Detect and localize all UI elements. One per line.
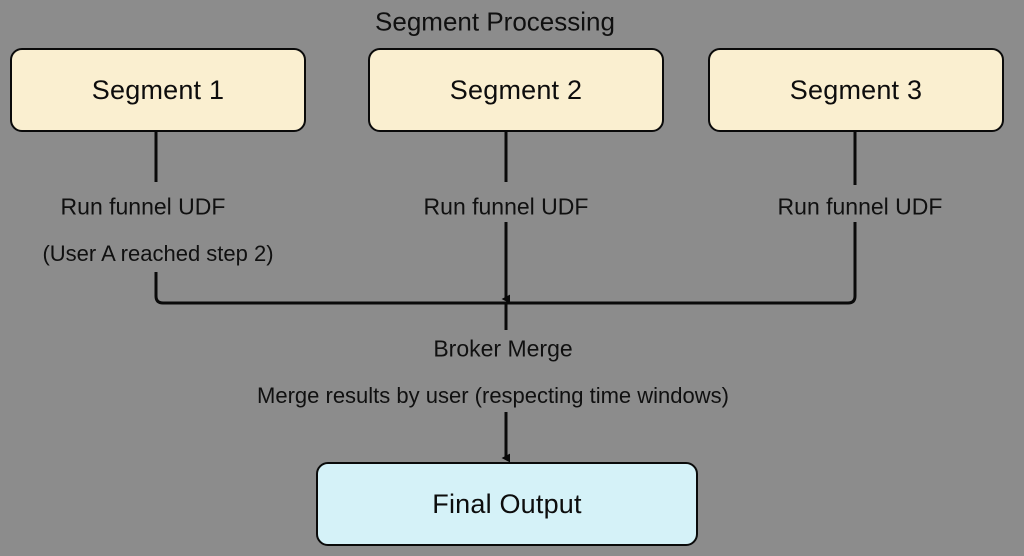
node-final-output[interactable]: Final Output <box>316 462 698 546</box>
node-segment-3[interactable]: Segment 3 <box>708 48 1004 132</box>
edge-label-segment-3-udf: Run funnel UDF <box>777 193 943 220</box>
connector-segment-3-to-merge <box>506 222 857 305</box>
edge-label-merge-note: Merge results by user (respecting time w… <box>257 383 729 408</box>
edge-label-segment-1-udf: Run funnel UDF <box>60 193 226 220</box>
node-segment-3-label: Segment 3 <box>789 74 923 105</box>
node-segment-2[interactable]: Segment 2 <box>368 48 664 132</box>
edge-label-segment-1-note: (User A reached step 2) <box>42 241 274 266</box>
edge-label-segment-2-udf: Run funnel UDF <box>423 193 589 220</box>
node-segment-1-label: Segment 1 <box>91 74 225 105</box>
edge-label-broker-merge: Broker Merge <box>433 335 573 362</box>
diagram-title: Segment Processing <box>375 6 615 37</box>
connector-segment-1-to-merge <box>154 272 506 305</box>
node-segment-1[interactable]: Segment 1 <box>10 48 306 132</box>
node-segment-2-label: Segment 2 <box>449 74 583 105</box>
node-final-output-label: Final Output <box>432 488 582 519</box>
